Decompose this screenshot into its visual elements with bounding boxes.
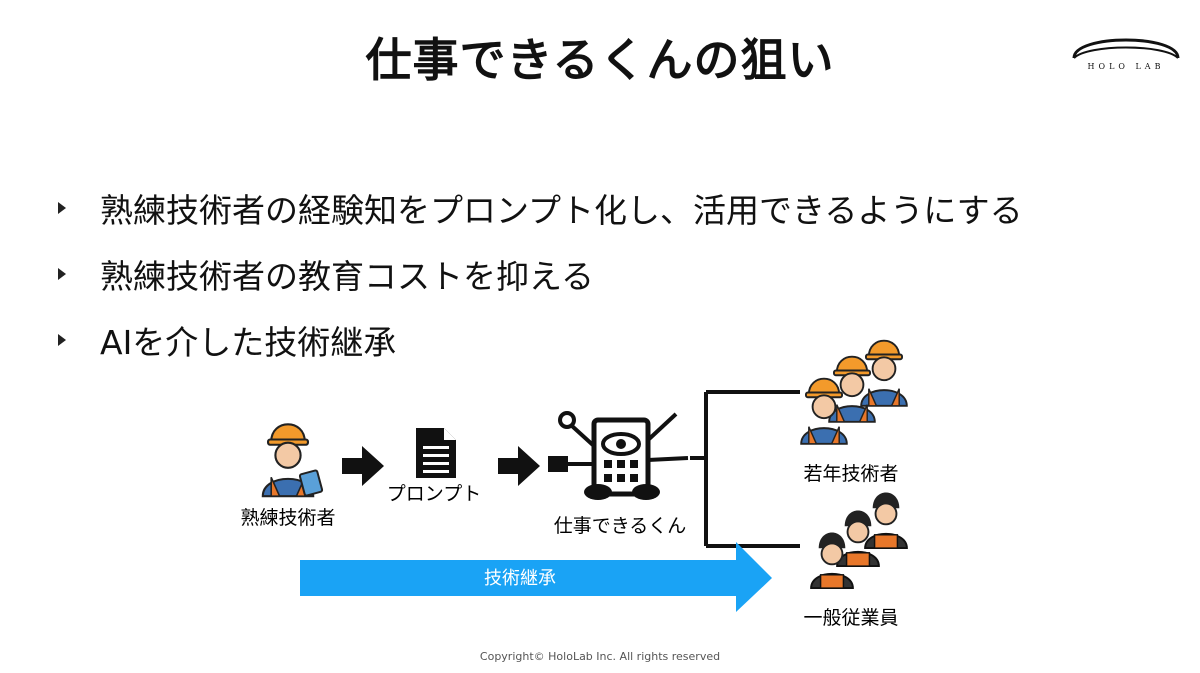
expert-label: 熟練技術者	[240, 507, 335, 529]
general-employees-icon	[810, 491, 908, 590]
document-icon	[416, 428, 456, 478]
bullet-item: 熟練技術者の経験知をプロンプト化し、活用できるようにする	[58, 175, 1023, 241]
logo-text: HOLO LAB	[1087, 62, 1165, 71]
bullet-list: 熟練技術者の経験知をプロンプト化し、活用できるようにする 熟練技術者の教育コスト…	[58, 175, 1023, 373]
transfer-label: 技術継承	[484, 568, 556, 589]
flow-arrow-icon	[342, 446, 384, 486]
robot-tool-icon	[548, 411, 689, 500]
copyright-footer: Copyright© HoloLab Inc. All rights reser…	[479, 650, 721, 663]
young-engineers-icon	[800, 339, 908, 445]
bullet-item: AIを介した技術継承	[58, 307, 1023, 373]
flow-arrow-icon	[498, 446, 540, 486]
page-title: 仕事できるくんの狙い	[365, 33, 835, 87]
expert-worker-icon	[261, 423, 324, 498]
bullet-item: 熟練技術者の教育コストを抑える	[58, 241, 1023, 307]
branch-connector	[690, 390, 800, 548]
prompt-label: プロンプト	[387, 483, 481, 505]
bullet-arrow-icon	[58, 202, 66, 214]
bullet-arrow-icon	[58, 268, 66, 280]
young-engineers-label: 若年技術者	[803, 463, 898, 485]
holo-lab-logo	[1072, 38, 1180, 59]
general-employees-label: 一般従業員	[803, 607, 898, 629]
bullet-arrow-icon	[58, 334, 66, 346]
transfer-arrow	[300, 542, 772, 612]
tool-label: 仕事できるくん	[554, 515, 687, 537]
